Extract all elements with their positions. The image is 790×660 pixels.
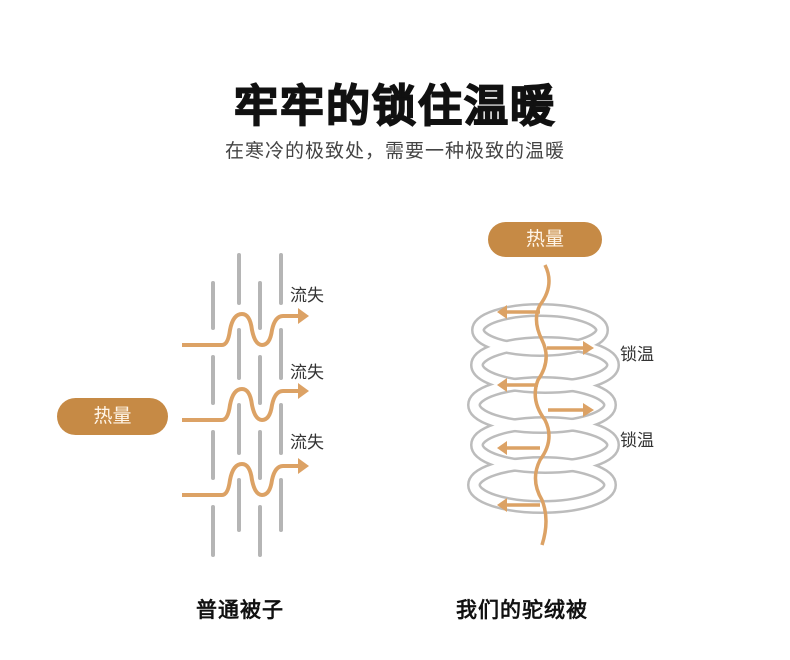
page-subtitle: 在寒冷的极致处，需要一种极致的温暖 xyxy=(224,140,565,162)
heat-badge-left: 热量 xyxy=(57,398,168,435)
lock-label: 锁温 xyxy=(620,431,654,451)
loss-label: 流失 xyxy=(290,286,324,306)
caption-regular-quilt: 普通被子 xyxy=(196,598,284,622)
heat-badge-right: 热量 xyxy=(488,222,602,257)
heat-loss-arrows xyxy=(182,311,300,498)
lock-label: 锁温 xyxy=(620,345,654,365)
caption-camel-quilt: 我们的驼绒被 xyxy=(456,598,588,622)
lock-arrowheads xyxy=(497,305,594,512)
arrowheads xyxy=(298,308,309,474)
fiber-lines xyxy=(211,253,283,557)
heat-core xyxy=(505,264,585,546)
loss-label: 流失 xyxy=(290,433,324,453)
loss-label: 流失 xyxy=(290,363,324,383)
page-title: 牢牢的锁住温暖 xyxy=(233,80,556,133)
